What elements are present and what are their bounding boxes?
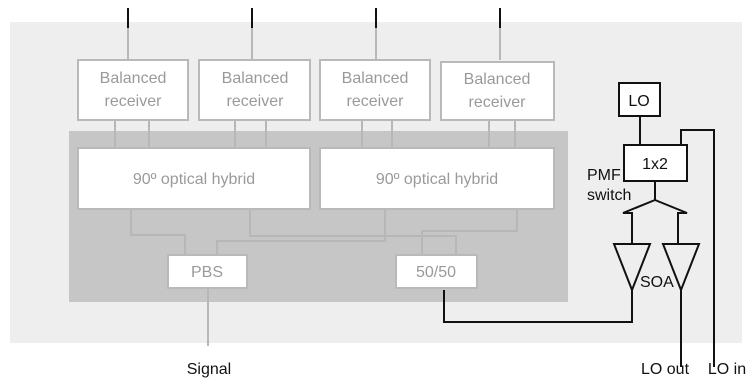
balanced-receiver: Balanced receiver bbox=[198, 59, 311, 121]
lo-in-label: LO in bbox=[708, 361, 746, 378]
coupler-box: 50/50 bbox=[395, 254, 478, 289]
receiver-label-line2: receiver bbox=[105, 93, 163, 110]
soa-amplifiers bbox=[612, 243, 701, 293]
balanced-receiver: Balanced receiver bbox=[319, 59, 431, 121]
output-leads bbox=[127, 8, 501, 28]
hybrid-label: 90º optical hybrid bbox=[133, 171, 255, 188]
optical-hybrid: 90º optical hybrid bbox=[77, 147, 311, 210]
lo-out-label: LO out bbox=[641, 361, 690, 378]
receiver-row: Balanced receiver Balanced receiver Bala… bbox=[77, 59, 555, 121]
soa-triangle bbox=[612, 243, 652, 293]
pbs-box: PBS bbox=[167, 254, 248, 289]
switch-label: 1x2 bbox=[642, 156, 668, 173]
coupler-label: 50/50 bbox=[416, 264, 456, 281]
balanced-receiver: Balanced receiver bbox=[77, 59, 189, 121]
internal-wiring bbox=[114, 28, 518, 346]
receiver-label-line1: Balanced bbox=[464, 71, 531, 88]
receiver-label-line1: Balanced bbox=[100, 70, 167, 87]
receiver-label-line2: receiver bbox=[347, 93, 405, 110]
balanced-receiver: Balanced receiver bbox=[440, 61, 555, 121]
receiver-label-line2: receiver bbox=[227, 93, 285, 110]
switch-box: 1x2 bbox=[623, 144, 688, 182]
receiver-label-line1: Balanced bbox=[222, 70, 289, 87]
lo-box: LO bbox=[618, 82, 661, 117]
pbs-label: PBS bbox=[191, 264, 223, 281]
lo-wiring bbox=[443, 116, 715, 367]
pmf-switch-label-line1: PMF bbox=[587, 167, 621, 184]
soa-label: SOA bbox=[640, 274, 674, 291]
pmf-switch-label-line2: switch bbox=[587, 187, 631, 204]
soa-triangle bbox=[661, 243, 701, 293]
receiver-label-line2: receiver bbox=[469, 94, 527, 111]
signal-label: Signal bbox=[187, 361, 231, 378]
receiver-label-line1: Balanced bbox=[342, 70, 409, 87]
lo-label: LO bbox=[628, 93, 649, 110]
hybrid-label: 90º optical hybrid bbox=[376, 171, 498, 188]
optical-hybrid: 90º optical hybrid bbox=[319, 147, 555, 210]
